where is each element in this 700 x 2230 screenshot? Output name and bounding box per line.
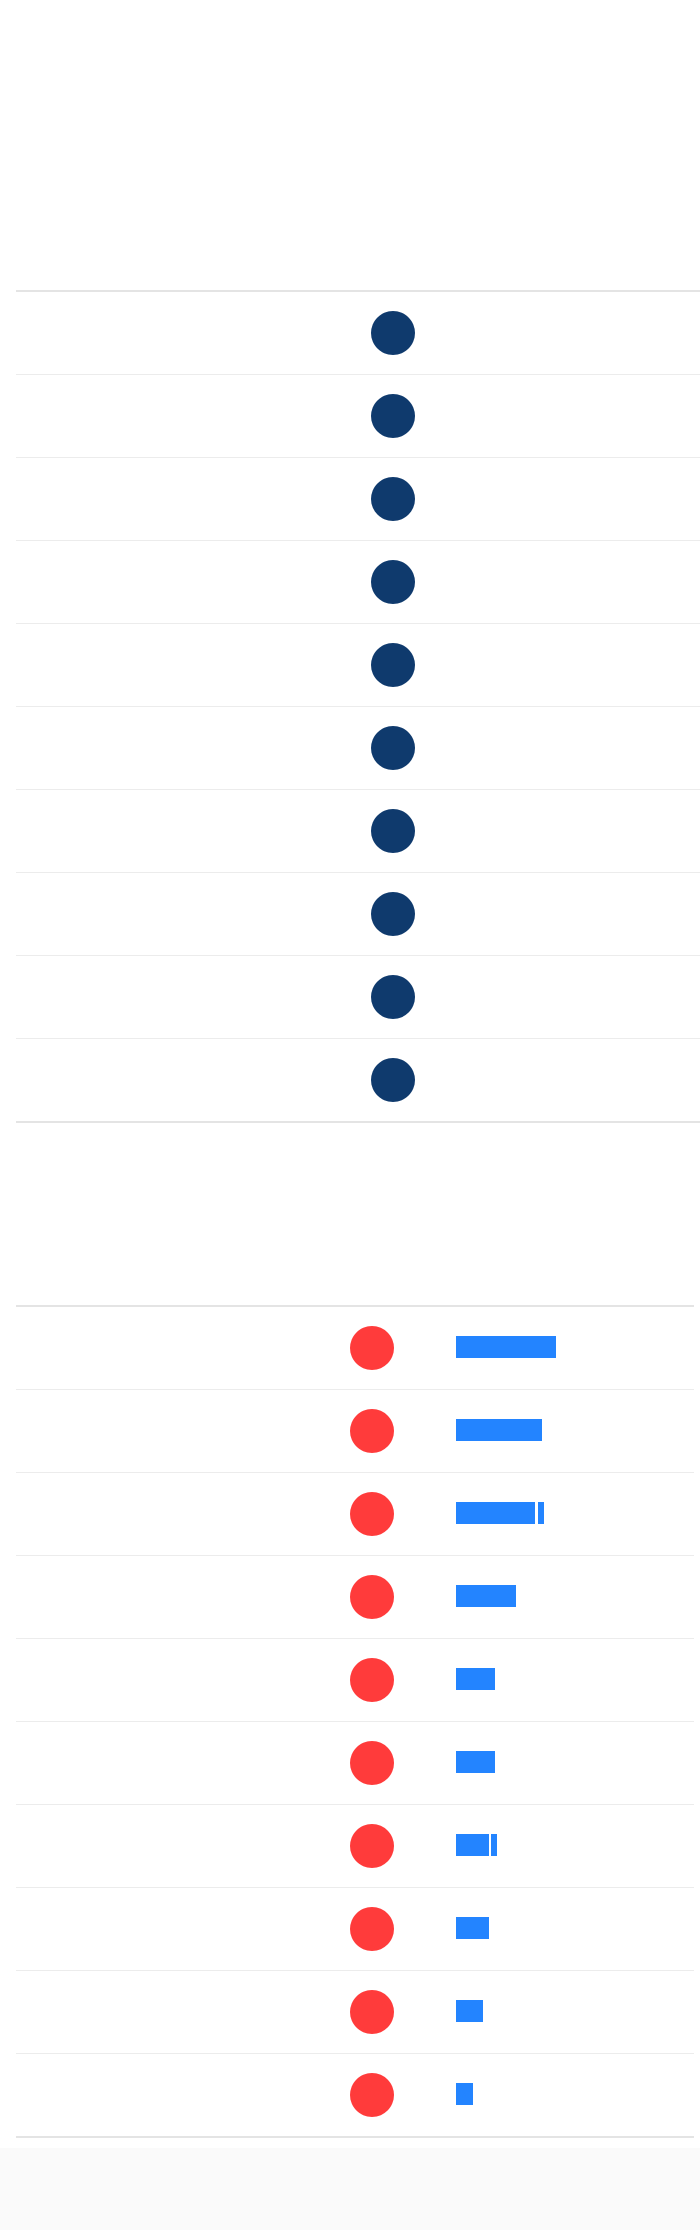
bar-track — [456, 1751, 596, 1773]
table-row — [16, 541, 700, 624]
bar-track — [456, 1668, 596, 1690]
value-bar — [456, 1585, 516, 1607]
bar-marker — [536, 1502, 538, 1524]
bar-track — [456, 1917, 596, 1939]
table-row — [16, 1805, 694, 1888]
value-bar — [456, 2000, 483, 2022]
value-bar — [456, 1336, 556, 1358]
value-bar — [456, 2083, 473, 2105]
circle-icon — [350, 1990, 394, 2034]
table-row — [16, 1556, 694, 1639]
value-bar — [456, 1502, 535, 1524]
bar-track — [456, 2000, 596, 2022]
table-row — [16, 790, 700, 873]
value-bar — [456, 1751, 495, 1773]
value-bar — [456, 1419, 542, 1441]
table-row — [16, 1039, 700, 1121]
circle-icon — [350, 1492, 394, 1536]
table-row — [16, 375, 700, 458]
value-bar-tail — [538, 1502, 544, 1524]
circle-icon — [371, 394, 415, 438]
circle-icon — [371, 809, 415, 853]
table-body — [16, 292, 700, 1121]
circle-icon — [371, 643, 415, 687]
table-row — [16, 1473, 694, 1556]
circle-icon — [371, 560, 415, 604]
table-row — [16, 1639, 694, 1722]
table-row — [16, 2054, 694, 2136]
bar-track — [456, 1336, 596, 1358]
circle-icon — [350, 1824, 394, 1868]
table-row — [16, 1722, 694, 1805]
circle-icon — [371, 311, 415, 355]
value-bar-tail — [491, 1834, 497, 1856]
circle-icon — [350, 1741, 394, 1785]
table-row — [16, 624, 700, 707]
value-bar — [456, 1917, 489, 1939]
bar-marker — [489, 1834, 491, 1856]
bar-track — [456, 1834, 596, 1856]
table-top-rule — [16, 1305, 694, 1307]
circle-icon — [350, 1326, 394, 1370]
circle-icon — [371, 892, 415, 936]
circle-icon — [350, 1409, 394, 1453]
table-body — [16, 1307, 694, 2136]
table-two — [16, 1305, 694, 2138]
circle-icon — [350, 1575, 394, 1619]
table-row — [16, 956, 700, 1039]
circle-icon — [371, 477, 415, 521]
table-bottom-rule — [16, 2136, 694, 2138]
value-bar — [456, 1834, 489, 1856]
bar-track — [456, 1585, 596, 1607]
table-row — [16, 1390, 694, 1473]
table-row — [16, 873, 700, 956]
table-row — [16, 1307, 694, 1390]
circle-icon — [371, 1058, 415, 1102]
value-bar — [456, 1668, 495, 1690]
table-one — [16, 290, 700, 1123]
table-top-rule — [16, 290, 700, 292]
table-row — [16, 1888, 694, 1971]
table-row — [16, 1971, 694, 2054]
bar-track — [456, 1502, 596, 1524]
circle-icon — [350, 2073, 394, 2117]
circle-icon — [371, 975, 415, 1019]
page-footer-band — [0, 2148, 700, 2230]
circle-icon — [350, 1658, 394, 1702]
bar-track — [456, 1419, 596, 1441]
circle-icon — [371, 726, 415, 770]
circle-icon — [350, 1907, 394, 1951]
table-row — [16, 707, 700, 790]
table-bottom-rule — [16, 1121, 700, 1123]
table-row — [16, 292, 700, 375]
bar-track — [456, 2083, 596, 2105]
table-row — [16, 458, 700, 541]
